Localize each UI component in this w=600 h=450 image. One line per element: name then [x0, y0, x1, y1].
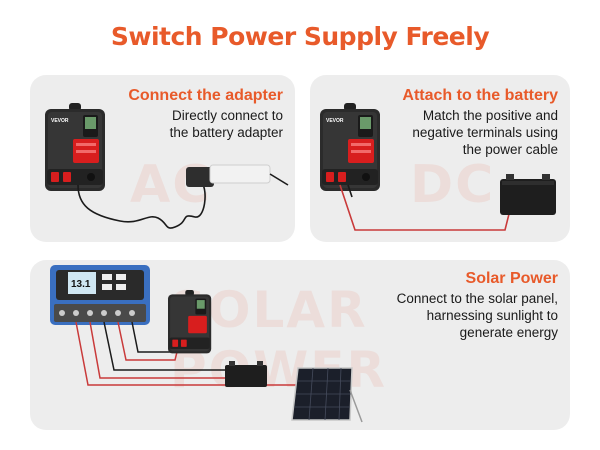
controller-display: 13.1: [71, 279, 91, 290]
panel-solar-desc-line: harnessing sunlight to: [426, 308, 558, 323]
battery-icon: [225, 361, 267, 387]
panel-battery: DC Attach to the battery Match the posit…: [310, 75, 570, 242]
panel-battery-desc-line: negative terminals using: [412, 125, 558, 140]
panel-battery-desc: Match the positive and negative terminal…: [412, 107, 558, 158]
panel-solar-desc: Connect to the solar panel, harnessing s…: [397, 290, 558, 341]
panel-battery-desc-line: Match the positive and: [422, 108, 558, 123]
panel-battery-title: Attach to the battery: [402, 87, 558, 104]
panel-solar-desc-line: generate energy: [459, 325, 558, 340]
panel-adapter-desc-line: Directly connect to: [171, 108, 283, 123]
device-brand: VEVOR: [51, 118, 69, 124]
battery-icon: [500, 174, 556, 215]
device-brand: VEVOR: [326, 118, 344, 124]
fence-charger-icon: [168, 290, 212, 354]
panel-solar: SOLAR POWER Solar Power Connect to the s…: [30, 260, 570, 430]
panel-solar-desc-line: Connect to the solar panel,: [396, 291, 558, 306]
adapter-illustration: VEVOR: [45, 103, 289, 229]
panel-adapter-title: Connect the adapter: [128, 87, 283, 104]
panel-adapter: AC Connect the adapter Directly connect …: [30, 75, 295, 242]
solar-panel-icon: [291, 367, 363, 423]
panel-battery-desc-line: the power cable: [462, 142, 558, 157]
panel-solar-title: Solar Power: [465, 270, 558, 287]
solar-controller-icon: 13.1: [50, 265, 150, 325]
battery-illustration: VEVOR: [320, 103, 556, 231]
panel-adapter-desc: Directly connect to the battery adapter: [170, 107, 283, 141]
power-adapter-icon: [186, 164, 289, 187]
fence-charger-icon: VEVOR: [45, 103, 105, 191]
solar-illustration: 13.1: [50, 265, 363, 423]
watermark-dc: DC: [410, 155, 496, 215]
panel-adapter-desc-line: the battery adapter: [169, 125, 283, 140]
fence-charger-icon: VEVOR: [320, 103, 380, 191]
page-title: Switch Power Supply Freely: [110, 22, 490, 51]
